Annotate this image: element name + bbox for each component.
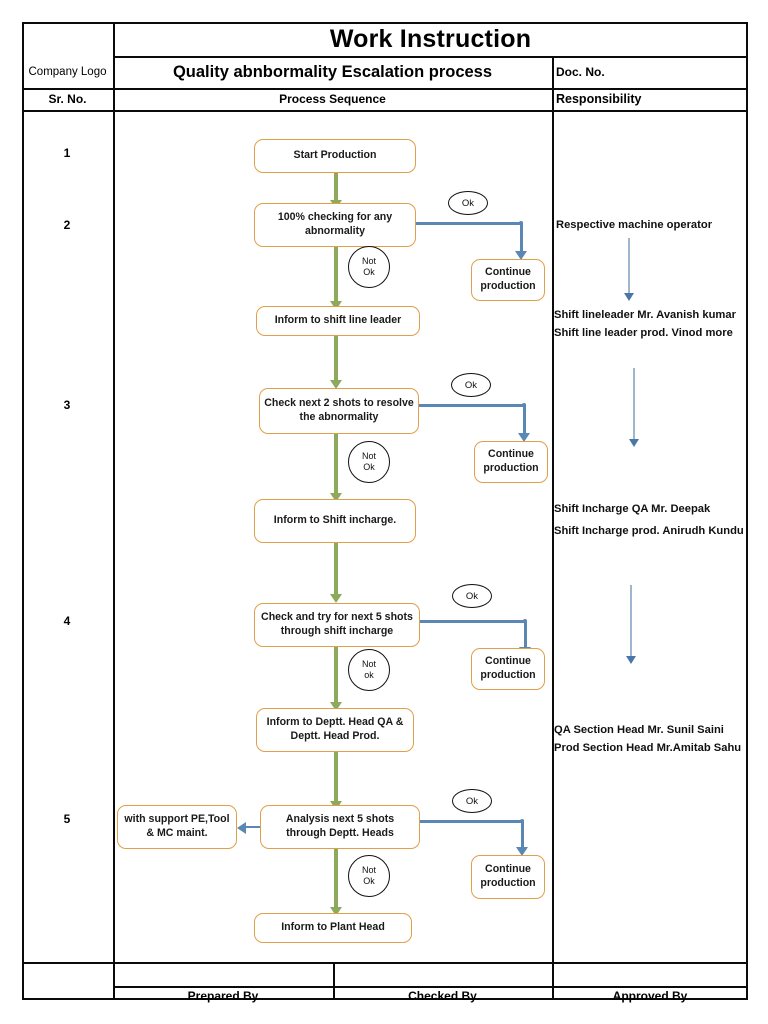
- decision-not-ok-4-line2: Ok: [363, 876, 375, 886]
- blue-line-ok-1: [416, 222, 521, 225]
- flow-box-inform-deptt-heads[interactable]: Inform to Deptt. Head QA & Deptt. Head P…: [256, 708, 414, 752]
- flow-box-continue-production-2[interactable]: Continue production: [474, 441, 548, 483]
- flow-box-check-2-shots[interactable]: Check next 2 shots to resolve the abnorm…: [259, 388, 419, 434]
- blue-arrow-ok-4: [516, 820, 528, 856]
- green-arrow-incharge-to-check5: [330, 543, 342, 603]
- footer-divider-2: [333, 962, 335, 1000]
- green-arrow-analysis-to-plant-head: [330, 849, 342, 916]
- decision-not-ok-4: Not Ok: [348, 855, 390, 897]
- green-arrow-deptt-to-analysis: [330, 752, 342, 810]
- responsibility-arrow-3: [627, 585, 636, 664]
- flow-box-inform-plant-head[interactable]: Inform to Plant Head: [254, 913, 412, 943]
- decision-not-ok-1: Not Ok: [348, 246, 390, 288]
- flow-box-start-production[interactable]: Start Production: [254, 139, 416, 173]
- footer-divider-1: [113, 962, 115, 1000]
- footer-rule-top: [22, 962, 748, 964]
- srno-4: 4: [63, 614, 71, 628]
- page-title: Work Instruction: [329, 24, 532, 53]
- flow-box-checking-abnormality[interactable]: 100% checking for any abnormality: [254, 203, 416, 247]
- blue-line-ok-4: [420, 820, 522, 823]
- responsibility-prod-section-head: Prod Section Head Mr.Amitab Sahu: [554, 742, 742, 754]
- decision-ok-2: Ok: [451, 373, 491, 397]
- document-frame: [22, 22, 748, 1000]
- responsibility-shift-lineleader-prod: Shift line leader prod. Vinod more: [554, 327, 733, 339]
- blue-node-1: [519, 221, 523, 225]
- green-arrow-start-to-checking: [330, 173, 342, 209]
- blue-arrow-ok-3: [519, 620, 531, 656]
- decision-not-ok-3-line2: ok: [364, 670, 374, 680]
- blue-node-2: [522, 403, 526, 407]
- flow-box-continue-production-4[interactable]: Continue production: [471, 855, 545, 899]
- footer-divider-3: [552, 962, 554, 1000]
- decision-not-ok-3: Not ok: [348, 649, 390, 691]
- green-arrow-check5-to-inform-deptt: [330, 647, 342, 711]
- flow-box-continue-production-3[interactable]: Continue production: [471, 648, 545, 690]
- decision-not-ok-2: Not Ok: [348, 441, 390, 483]
- col-divider-srno: [113, 22, 115, 962]
- decision-not-ok-2-line1: Not: [361, 450, 376, 461]
- responsibility-arrow-2: [630, 368, 639, 447]
- doc-no-label: Doc. No.: [556, 65, 605, 79]
- flow-box-check-5-shots[interactable]: Check and try for next 5 shots through s…: [254, 603, 420, 647]
- flow-box-with-support[interactable]: with support PE,Tool & MC maint.: [117, 805, 237, 849]
- srno-2: 2: [63, 218, 71, 232]
- blue-arrow-ok-2: [518, 404, 530, 442]
- green-arrow-check2-to-inform-incharge: [330, 434, 342, 502]
- flow-box-analysis-5-shots[interactable]: Analysis next 5 shots through Deptt. Hea…: [260, 805, 420, 849]
- blue-line-ok-2: [419, 404, 524, 407]
- decision-ok-4: Ok: [452, 789, 492, 813]
- column-header-process-sequence: Process Sequence: [279, 92, 386, 106]
- responsibility-shift-incharge-qa: Shift Incharge QA Mr. Deepak: [554, 503, 711, 515]
- document-subtitle: Quality abnbormality Escalation process: [172, 62, 493, 81]
- blue-line-ok-3: [420, 620, 525, 623]
- decision-not-ok-3-line1: Not: [361, 658, 376, 669]
- responsibility-arrow-1: [625, 238, 634, 301]
- column-header-responsibility: Responsibility: [556, 92, 642, 106]
- blue-node-4: [520, 819, 524, 823]
- srno-1: 1: [63, 146, 71, 160]
- green-arrow-checking-to-inform-leader: [330, 247, 342, 310]
- blue-arrow-ok-1: [515, 222, 527, 260]
- column-header-srno: Sr. No.: [48, 92, 87, 106]
- flow-box-inform-shift-incharge[interactable]: Inform to Shift incharge.: [254, 499, 416, 543]
- decision-not-ok-1-line1: Not: [361, 255, 376, 266]
- footer-checked-by: Checked By: [408, 989, 477, 1003]
- responsibility-machine-operator: Respective machine operator: [556, 219, 713, 231]
- header-rule-1: [113, 56, 748, 58]
- srno-3: 3: [63, 398, 71, 412]
- srno-5: 5: [63, 812, 71, 826]
- responsibility-qa-section-head: QA Section Head Mr. Sunil Saini: [554, 724, 724, 736]
- footer-approved-by: Approved By: [612, 989, 688, 1003]
- flow-box-inform-shift-line-leader[interactable]: Inform to shift line leader: [256, 306, 420, 336]
- blue-node-3: [523, 619, 527, 623]
- header-rule-2: [22, 88, 748, 90]
- green-arrow-leader-to-check2: [330, 336, 342, 389]
- decision-not-ok-1-line2: Ok: [363, 267, 375, 277]
- footer-rule-mid: [113, 986, 748, 988]
- decision-ok-3: Ok: [452, 584, 492, 608]
- responsibility-shift-lineleader-qa: Shift lineleader Mr. Avanish kumar: [554, 309, 736, 321]
- col-divider-responsibility: [552, 56, 554, 962]
- company-logo-label: Company Logo: [28, 66, 107, 78]
- responsibility-shift-incharge-prod: Shift Incharge prod. Anirudh Kundu: [554, 525, 744, 537]
- decision-not-ok-2-line2: Ok: [363, 462, 375, 472]
- footer-prepared-by: Prepared By: [187, 989, 259, 1003]
- header-rule-3: [22, 110, 748, 112]
- decision-ok-1: Ok: [448, 191, 488, 215]
- flow-box-continue-production-1[interactable]: Continue production: [471, 259, 545, 301]
- decision-not-ok-4-line1: Not: [361, 864, 376, 875]
- blue-arrow-analysis-to-support: [237, 821, 260, 836]
